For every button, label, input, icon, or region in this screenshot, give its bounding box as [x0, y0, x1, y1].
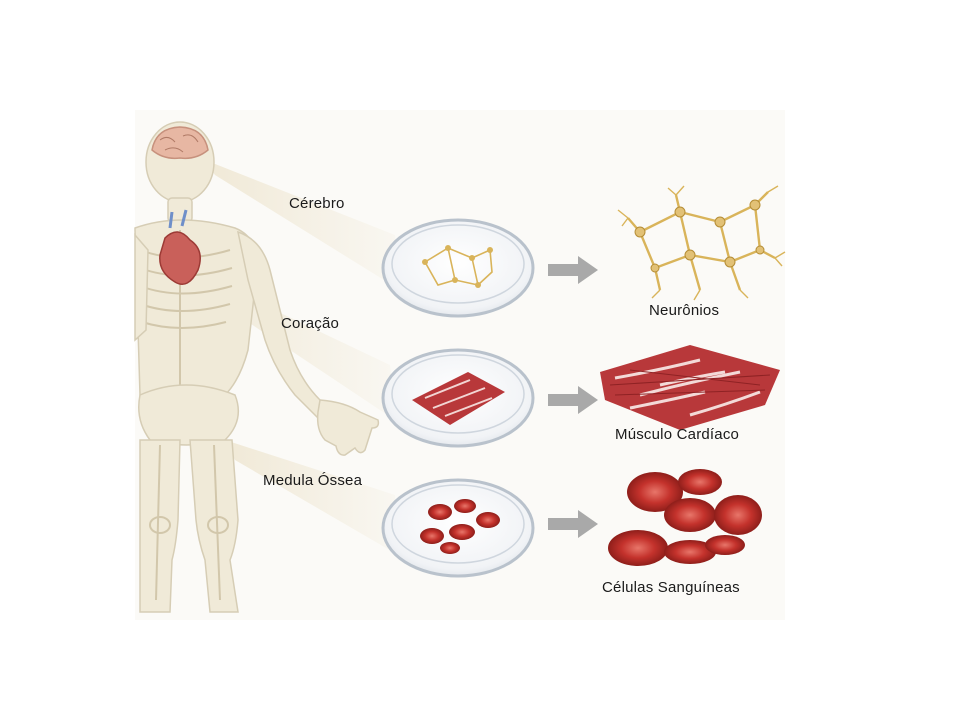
beam-brain: [205, 160, 400, 290]
arrow-3: [548, 510, 598, 538]
cardiac-muscle-large: [600, 345, 780, 430]
muscle-in-dish: [412, 372, 505, 425]
arrow-2: [548, 386, 598, 414]
human-skeleton-figure: [134, 121, 380, 613]
arm-left: [134, 232, 149, 342]
neurons-in-dish: [422, 245, 493, 288]
arrows: [548, 256, 598, 538]
label-bone-marrow: Medula Óssea: [263, 472, 363, 489]
leg-right: [189, 439, 239, 613]
blood-cells-in-dish: [420, 499, 500, 554]
pelvis: [138, 384, 240, 446]
leg-left: [139, 439, 181, 613]
arrow-1: [548, 256, 598, 284]
blood-cells-large: [608, 469, 762, 566]
label-cardiac-muscle: Músculo Cardíaco: [615, 426, 740, 443]
label-heart: Coração: [281, 315, 340, 332]
heart-organ: [159, 231, 201, 285]
label-neurons: Neurônios: [649, 302, 720, 319]
dish-brain: [381, 218, 535, 318]
label-blood-cells: Células Sanguíneas: [602, 579, 740, 596]
brain-organ: [151, 126, 209, 160]
label-brain: Cérebro: [289, 195, 345, 212]
hand-right: [316, 399, 380, 456]
neurons-large: [617, 185, 786, 301]
beam-marrow: [225, 440, 398, 555]
